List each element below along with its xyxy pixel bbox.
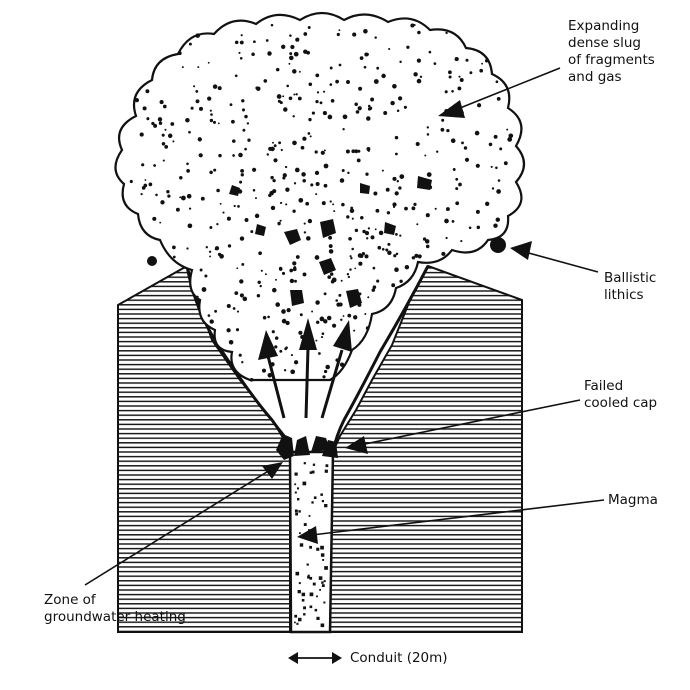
crater-wall-right (331, 265, 430, 453)
conduit (288, 450, 335, 634)
ejected-lithic-right (490, 237, 506, 253)
ejected-lithic-left (147, 256, 157, 266)
conduit-width-arrow (288, 652, 342, 664)
leader-lines (84, 67, 605, 586)
label-magma: Magma (608, 492, 658, 508)
cooled-cap-fragments (276, 434, 338, 460)
eruption-arrows (258, 318, 352, 419)
cloud-fragments (129, 23, 514, 382)
ballistic-blocks (229, 176, 432, 308)
label-ballistic-lithics: Ballistic lithics (604, 270, 657, 303)
label-failed-cooled-cap: Failed cooled cap (584, 378, 658, 411)
label-groundwater-zone: Zone of groundwater heating (44, 592, 186, 625)
label-conduit: Conduit (20m) (350, 650, 448, 666)
eruption-cloud (114, 11, 526, 382)
crater-wall-left (185, 265, 292, 453)
label-expanding-slug: Expanding dense slug of fragments and ga… (568, 18, 655, 85)
